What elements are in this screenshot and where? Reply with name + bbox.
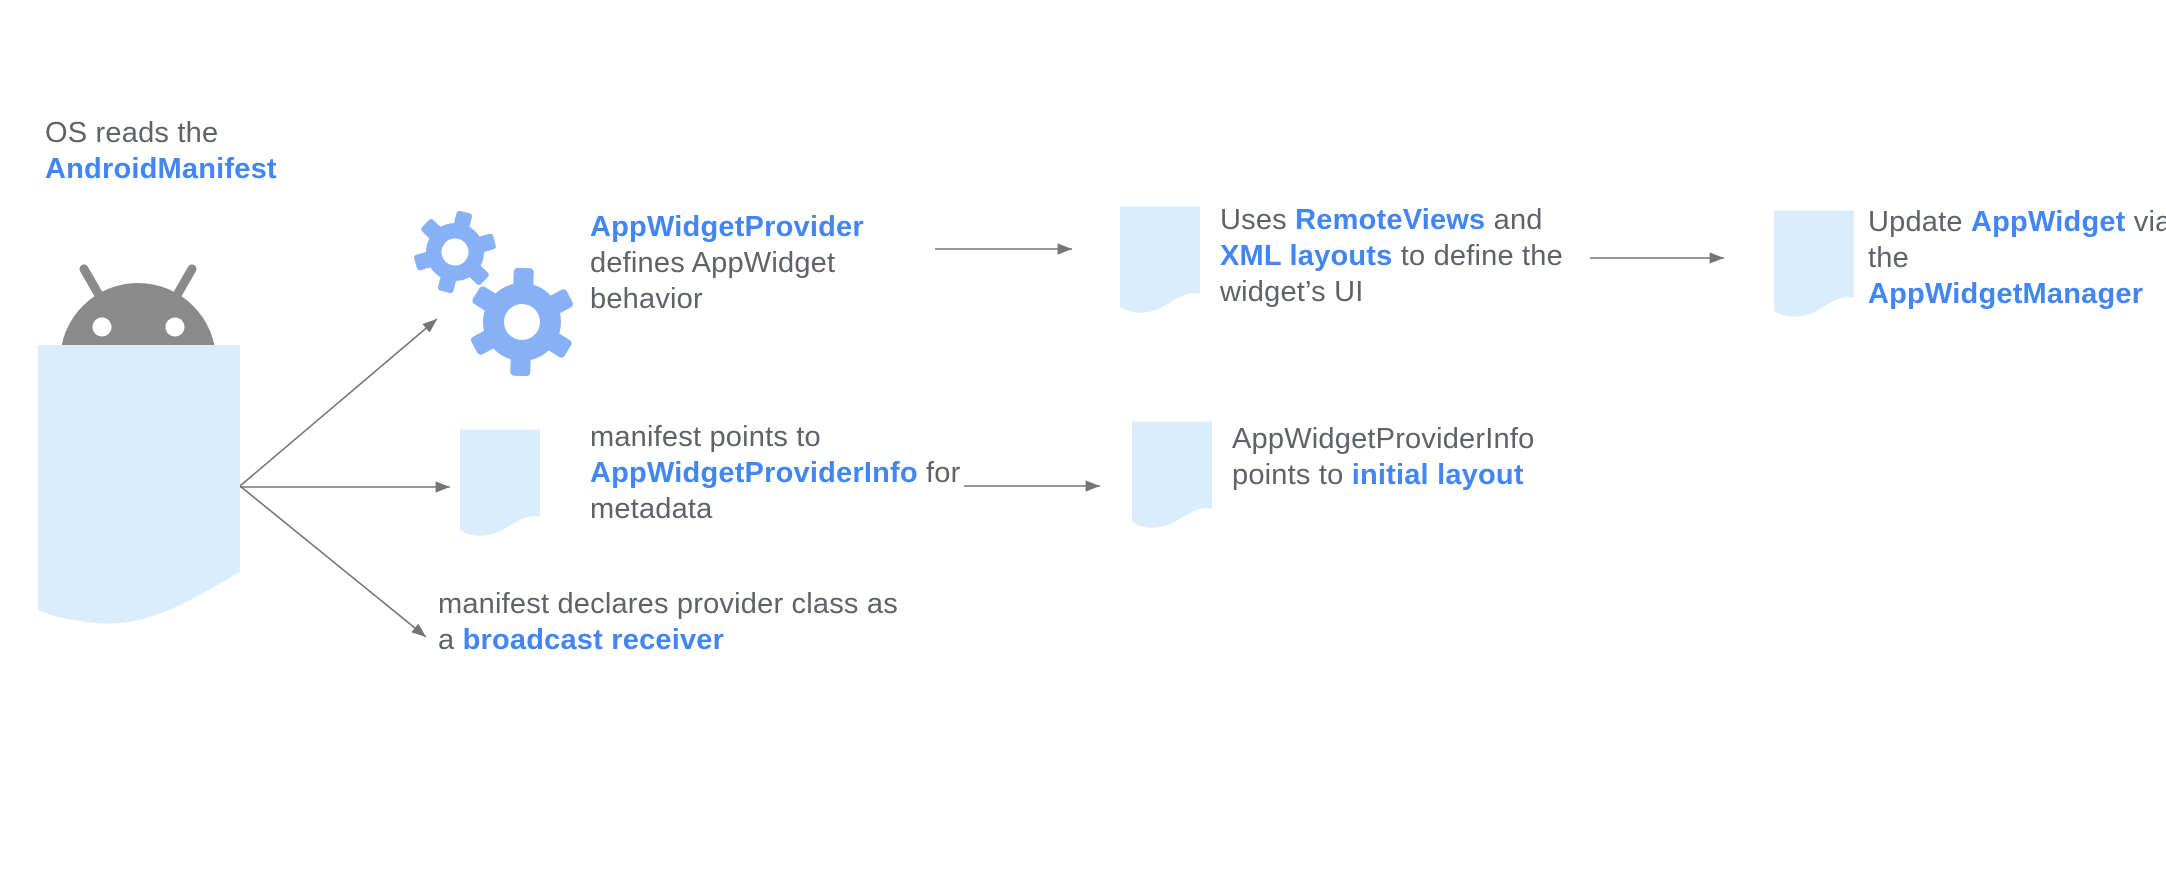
label-line: metadata	[590, 493, 713, 525]
label-line: AppWidgetProvider	[590, 211, 864, 243]
label-line: XML layouts to define the	[1220, 240, 1563, 272]
android-eye-right	[165, 317, 185, 337]
label-line: the	[1868, 242, 1909, 274]
label-line: manifest declares provider class as	[438, 588, 898, 620]
manifest-document-icon	[38, 345, 240, 624]
broadcast-receiver-label: manifest declares provider class as a br…	[438, 586, 898, 658]
label-line: AndroidManifest	[45, 153, 277, 185]
os-reads-manifest-label: OS reads the AndroidManifest	[45, 115, 277, 187]
label-line: behavior	[590, 283, 703, 315]
label-line: points to initial layout	[1232, 459, 1524, 491]
document-icon	[1120, 206, 1200, 313]
gear-large-icon	[471, 267, 573, 377]
label-line: AppWidgetManager	[1868, 278, 2144, 310]
label-line: defines AppWidget	[590, 247, 836, 279]
gear-small-icon	[414, 210, 496, 294]
android-manifest-icon	[38, 264, 240, 624]
providerinfo-layout-label: AppWidgetProviderInfo points to initial …	[1232, 421, 1534, 493]
label-line: Update AppWidget via	[1868, 206, 2166, 238]
label-line: OS reads the	[45, 117, 219, 149]
manifest-points-label: manifest points to AppWidgetProviderInfo…	[590, 419, 960, 527]
label-line: Uses RemoteViews and	[1220, 204, 1543, 236]
remoteviews-label: Uses RemoteViews and XML layouts to defi…	[1220, 202, 1563, 310]
label-line: manifest points to	[590, 421, 821, 453]
label-line: widget’s UI	[1220, 276, 1364, 308]
document-icon	[1132, 421, 1212, 528]
android-eye-left	[92, 317, 112, 337]
appwidgetmanager-label: Update AppWidget via the AppWidgetManage…	[1868, 204, 2166, 312]
appwidgetprovider-label: AppWidgetProvider defines AppWidget beha…	[590, 209, 864, 317]
arrow-manifest-to-broadcast	[239, 485, 427, 638]
document-icon	[460, 429, 540, 536]
label-line: AppWidgetProviderInfo for	[590, 457, 961, 489]
appwidgetprovider-gears-icon	[414, 210, 573, 377]
label-line: a broadcast receiver	[438, 624, 725, 656]
label-line: AppWidgetProviderInfo	[1232, 423, 1535, 455]
document-icon	[1774, 210, 1854, 317]
